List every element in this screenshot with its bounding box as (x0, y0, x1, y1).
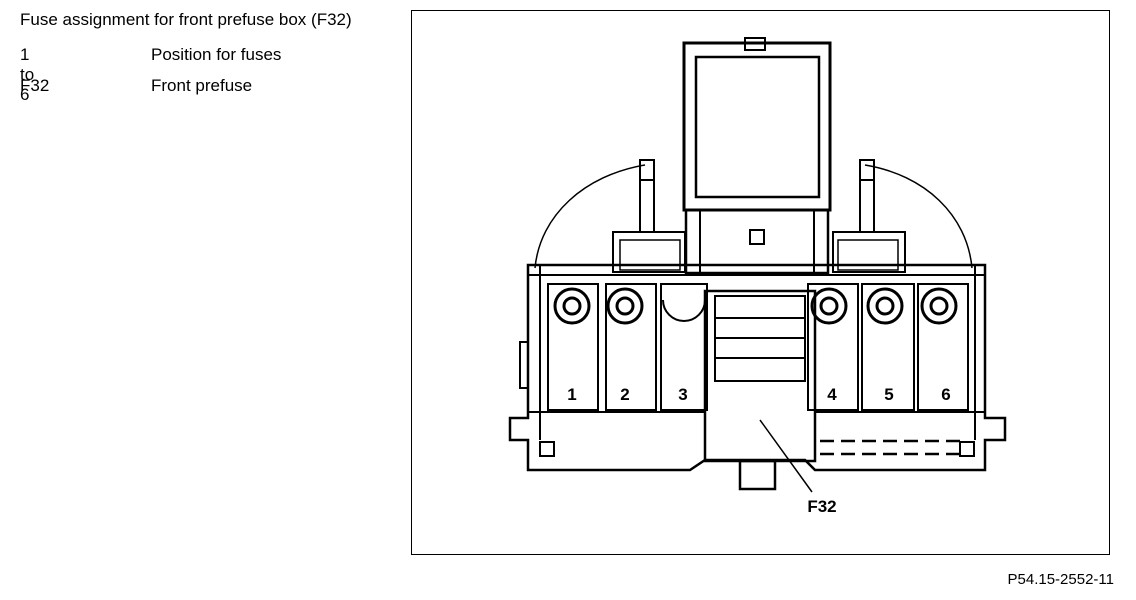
center-bottom-tab (738, 459, 777, 491)
legend-value: Position for fuses (151, 45, 282, 64)
connector-window (694, 55, 821, 199)
fuse-label-4: 4 (827, 385, 837, 404)
legend-key: 1 to 6 (20, 45, 35, 104)
fuse-label-3: 3 (678, 385, 687, 404)
figure-reference-code: P54.15-2552-11 (1007, 571, 1114, 588)
f32-leader-line (759, 419, 813, 493)
left-post (639, 159, 655, 181)
right-post (859, 159, 875, 181)
diagram-frame (411, 10, 1110, 555)
right-cable-arc (864, 164, 973, 269)
fuse-label-2: 2 (620, 385, 629, 404)
left-cable-arc (534, 164, 646, 269)
fuse-label-1: 1 (567, 385, 576, 404)
fuse-label-5: 5 (884, 385, 893, 404)
left-side-block (612, 231, 686, 273)
page-title: Fuse assignment for front prefuse box (F… (20, 10, 352, 29)
right-side-block (832, 231, 906, 273)
component-label-f32: F32 (807, 497, 836, 516)
legend-key: F32 (20, 76, 50, 95)
legend-value: Front prefuse (151, 76, 253, 95)
fuse-label-6: 6 (941, 385, 950, 404)
